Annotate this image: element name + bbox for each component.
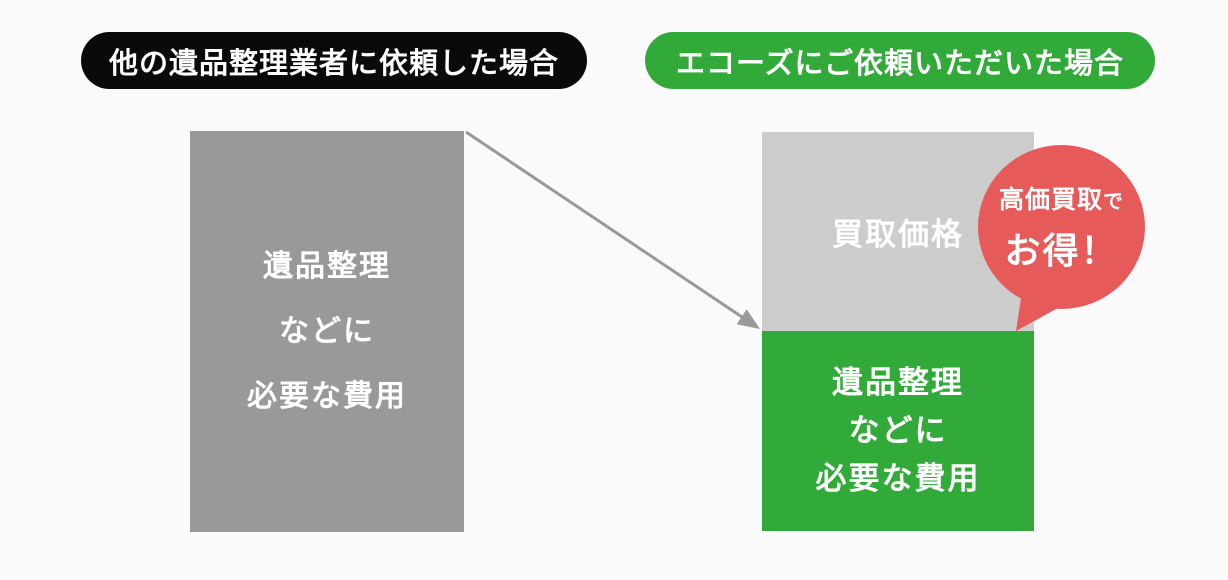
cost-line: 遺品整理 xyxy=(263,250,391,283)
echoes-cost-block: 遺品整理 などに 必要な費用 xyxy=(762,331,1034,531)
cost-line: 遺品整理 xyxy=(832,365,964,400)
buyback-price-label: 買取価格 xyxy=(832,217,964,252)
cost-line: などに xyxy=(279,315,375,348)
other-company-cost-bar: 遺品整理 などに 必要な費用 xyxy=(190,131,464,532)
bubble-top-line: 高価買取で xyxy=(999,180,1124,216)
badge-other-company-case: 他の遺品整理業者に依頼した場合 xyxy=(81,32,587,89)
cost-line: などに xyxy=(848,413,948,448)
badge-echoes-case: エコーズにご依頼いただいた場合 xyxy=(645,32,1155,89)
cost-line: 必要な費用 xyxy=(815,461,981,496)
bubble-bottom-line: お得！ xyxy=(1004,230,1119,271)
good-deal-bubble: 高価買取で お得！ xyxy=(978,145,1145,309)
bubble-top-particle: で xyxy=(1103,191,1124,213)
cost-line: 必要な費用 xyxy=(247,380,407,413)
bubble-top-main: 高価買取 xyxy=(998,186,1103,214)
